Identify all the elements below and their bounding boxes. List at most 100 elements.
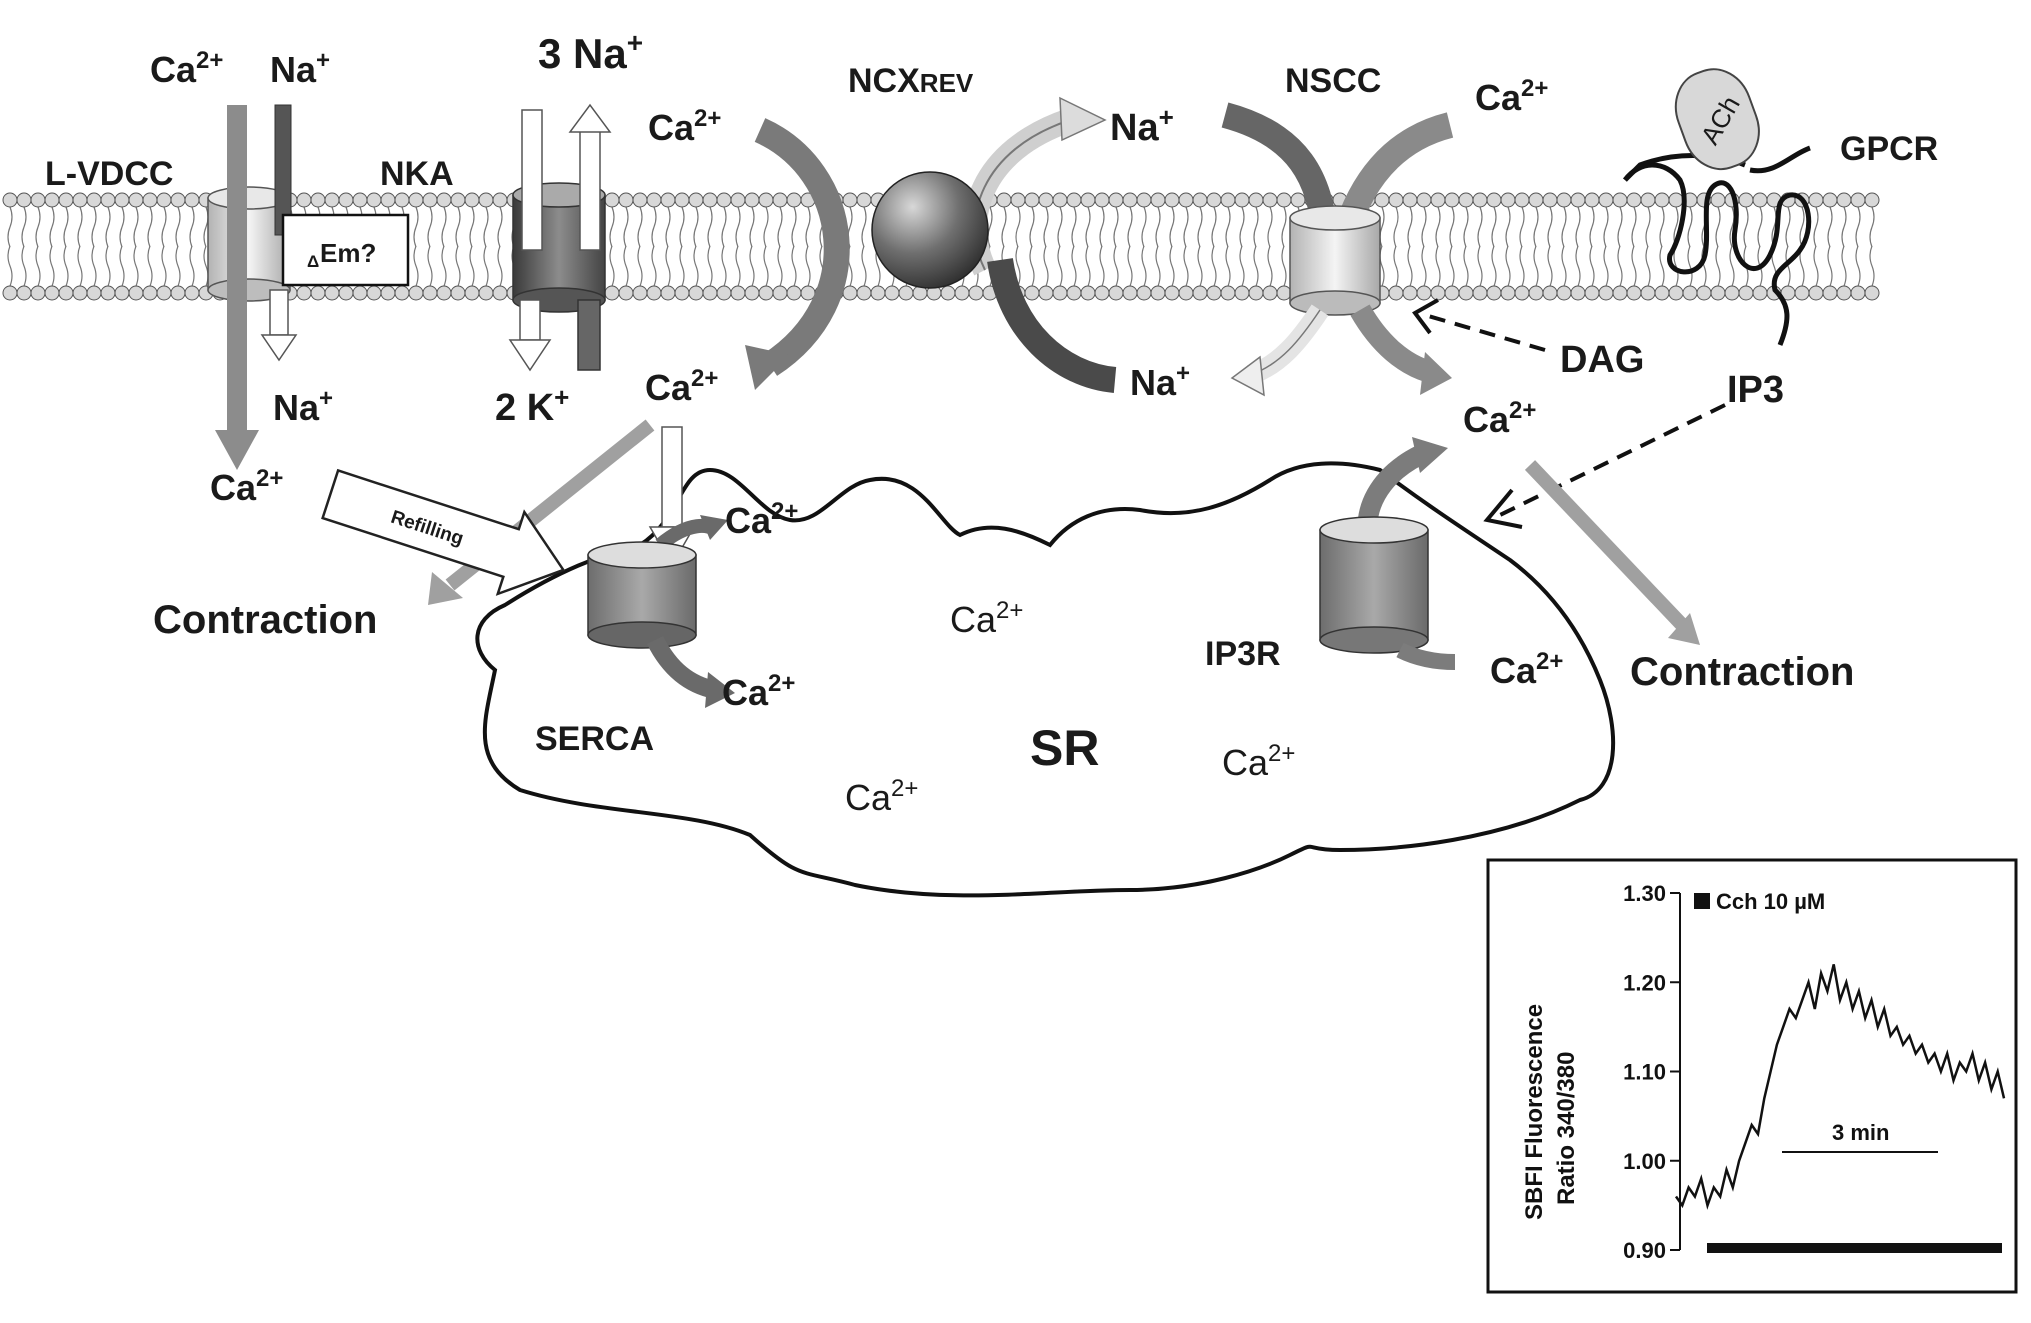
lipid-head	[1850, 285, 1866, 301]
lipid-tail	[1253, 245, 1259, 287]
lipid-tail	[1155, 245, 1161, 287]
lipid-tail	[721, 206, 727, 248]
lipid-tail	[609, 245, 615, 287]
lipid-tail	[1141, 206, 1147, 248]
lipid-head	[100, 285, 116, 301]
lipid-head	[44, 192, 60, 208]
lipid-head	[1864, 285, 1880, 301]
lipid-head	[170, 285, 186, 301]
lipid-tail	[987, 206, 993, 248]
ion-labels: Ca2+ Na+ 3 Na+ Ca2+ Na+ Ca2+ Na+ Ca2+ 2 …	[150, 27, 1563, 818]
lipid-head	[1724, 285, 1740, 301]
lipid-head	[1836, 192, 1852, 208]
lipid-tail	[1113, 245, 1119, 287]
lipid-tail	[777, 206, 783, 248]
lipid-head	[744, 192, 760, 208]
lipid-head	[30, 285, 46, 301]
lipid-tail	[77, 245, 83, 287]
inset-y-tick-label: 1.20	[1623, 970, 1666, 995]
lipid-head	[1276, 285, 1292, 301]
lipid-head	[1150, 192, 1166, 208]
lipid-tail	[1547, 206, 1553, 248]
lipid-head	[1206, 192, 1222, 208]
lipid-head	[408, 192, 424, 208]
ca-ion-label: Ca2+	[150, 47, 223, 90]
lipid-tail	[1015, 245, 1021, 287]
lipid-tail	[49, 206, 55, 248]
lipid-head	[338, 285, 354, 301]
lipid-tail	[1407, 245, 1413, 287]
lipid-tail	[1729, 206, 1735, 248]
lipid-head	[1416, 285, 1432, 301]
lipid-head	[436, 192, 452, 208]
lipid-tail	[1869, 206, 1875, 248]
lipid-tail	[119, 245, 125, 287]
lipid-tail	[469, 206, 475, 248]
lipid-tail	[1057, 245, 1063, 287]
lipid-tail	[427, 245, 433, 287]
lipid-head	[674, 285, 690, 301]
lipid-head	[758, 285, 774, 301]
lipid-head	[1262, 192, 1278, 208]
sr-label: SR	[1030, 720, 1099, 776]
lipid-head	[366, 192, 382, 208]
lipid-tail	[1603, 206, 1609, 248]
lipid-head	[1262, 285, 1278, 301]
lipid-head	[1654, 285, 1670, 301]
lipid-head	[1024, 192, 1040, 208]
lipid-head	[604, 285, 620, 301]
lipid-head	[1038, 285, 1054, 301]
lipid-tail	[147, 245, 153, 287]
lipid-tail	[1505, 245, 1511, 287]
lipid-head	[352, 192, 368, 208]
contraction-label-right: Contraction	[1630, 650, 1854, 694]
lipid-tail	[693, 206, 699, 248]
lipid-tail	[763, 206, 769, 248]
lipid-tail	[1841, 245, 1847, 287]
lipid-tail	[21, 206, 27, 248]
na-ion-label: Na+	[273, 385, 333, 428]
lipid-head	[1556, 285, 1572, 301]
lipid-tail	[105, 206, 111, 248]
lipid-head	[1654, 192, 1670, 208]
lipid-head	[86, 192, 102, 208]
lipid-head	[1528, 285, 1544, 301]
lipid-tail	[147, 206, 153, 248]
lipid-head	[1402, 285, 1418, 301]
lipid-tail	[1589, 206, 1595, 248]
inset-scale-bar-label: 3 min	[1832, 1120, 1889, 1145]
lipid-head	[478, 285, 494, 301]
lipid-tail	[1561, 245, 1567, 287]
lipid-tail	[413, 206, 419, 248]
lipid-tail	[1169, 245, 1175, 287]
lipid-tail	[1687, 206, 1693, 248]
delta-em-box: Δ Em?	[281, 213, 410, 287]
lipid-tail	[1253, 206, 1259, 248]
lipid-head	[744, 285, 760, 301]
lipid-tail	[777, 245, 783, 287]
lipid-tail	[1729, 245, 1735, 287]
lipid-head	[1682, 285, 1698, 301]
lipid-tail	[1841, 206, 1847, 248]
lipid-head	[1430, 285, 1446, 301]
ca-ion-label: Ca2+	[1475, 75, 1548, 118]
lipid-head	[1248, 285, 1264, 301]
lipid-head	[604, 192, 620, 208]
lipid-head	[1094, 285, 1110, 301]
lipid-head	[1822, 285, 1838, 301]
lipid-head	[114, 192, 130, 208]
lipid-head	[16, 192, 32, 208]
lipid-tail	[1813, 245, 1819, 287]
lipid-tail	[1631, 245, 1637, 287]
lipid-tail	[1029, 245, 1035, 287]
lipid-head	[1570, 192, 1586, 208]
lipid-head	[1710, 192, 1726, 208]
lipid-tail	[861, 245, 867, 287]
lipid-head	[156, 192, 172, 208]
lipid-head	[1430, 192, 1446, 208]
lipid-tail	[735, 206, 741, 248]
ca-ion-label: Ca2+	[645, 365, 718, 408]
lipid-tail	[763, 245, 769, 287]
lipid-head	[44, 285, 60, 301]
lipid-tail	[1029, 206, 1035, 248]
